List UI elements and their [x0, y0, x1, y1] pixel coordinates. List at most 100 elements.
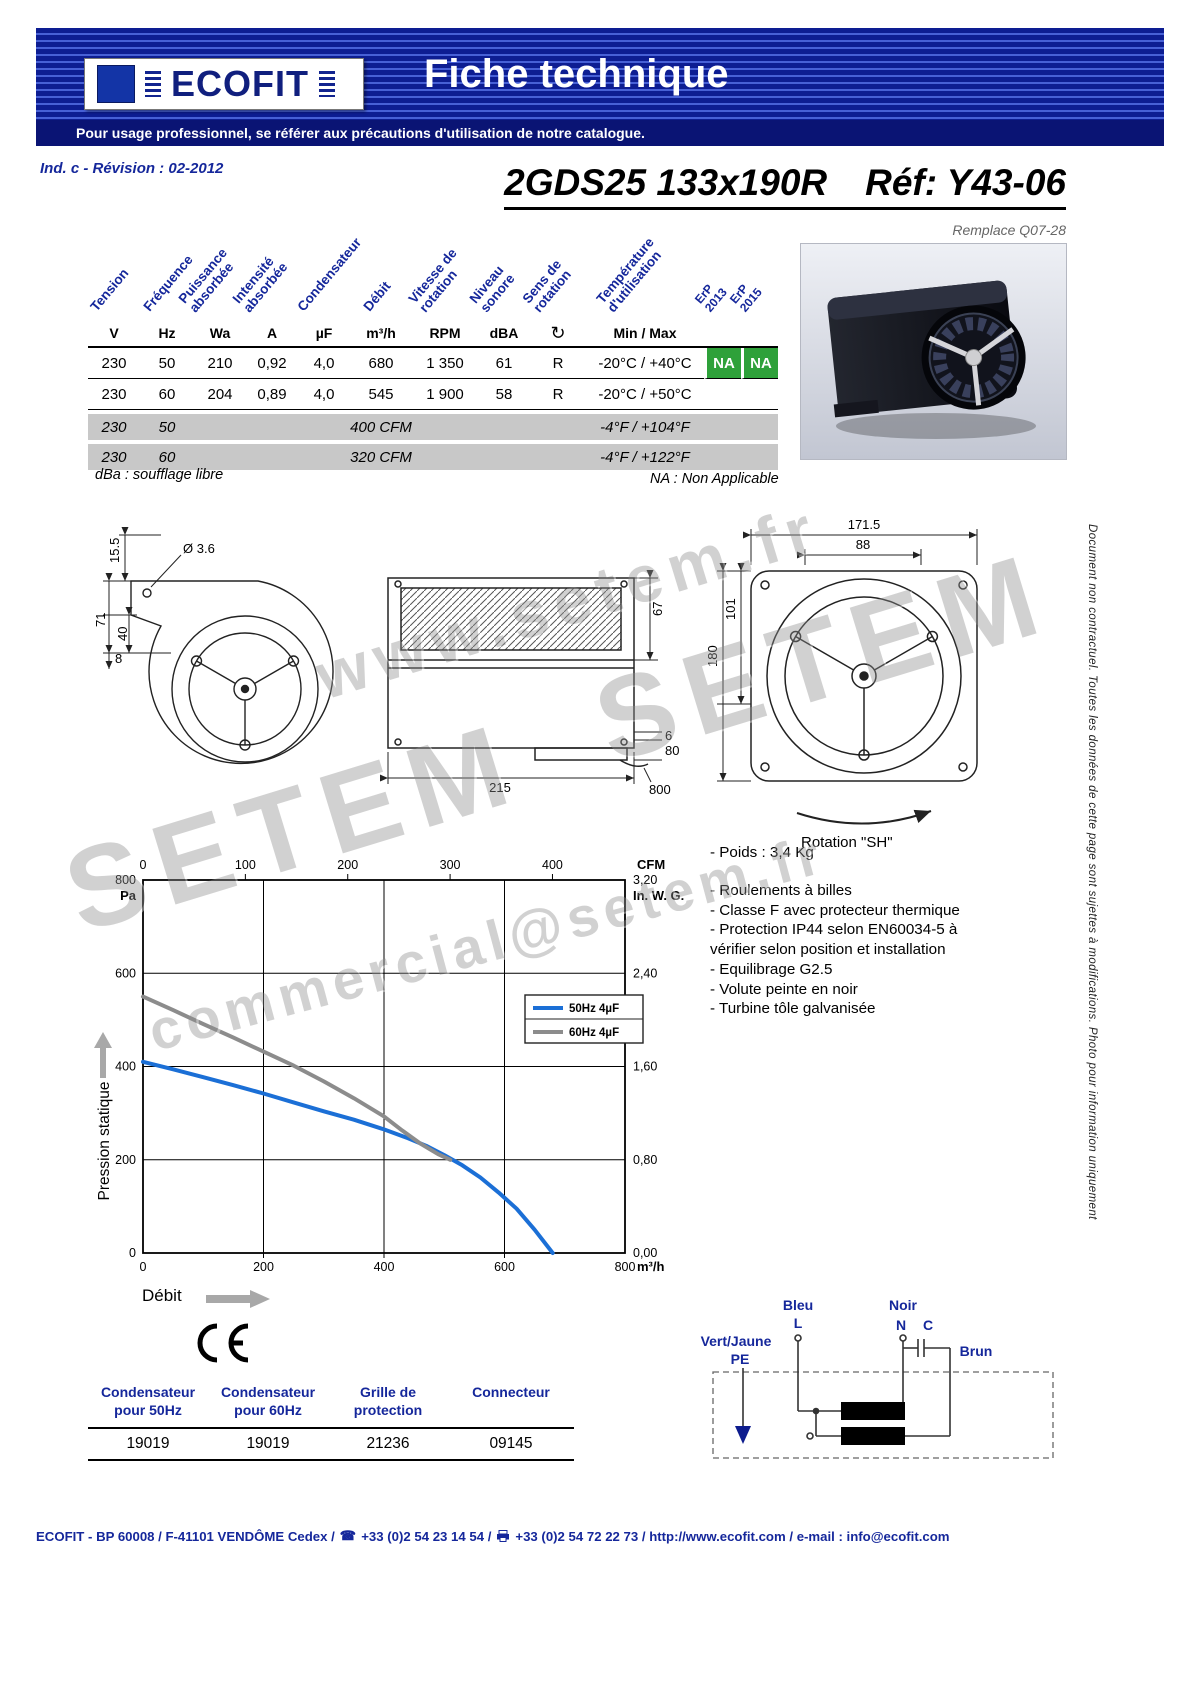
dim-label: 88	[856, 537, 870, 552]
spec-cell: 230	[88, 440, 140, 470]
svg-text:200: 200	[115, 1153, 136, 1167]
spec-cell: 230	[88, 379, 140, 410]
spec-cell: 4,0	[298, 348, 350, 379]
na-note: NA : Non Applicable	[650, 471, 779, 487]
svg-text:400: 400	[374, 1260, 395, 1274]
unit-dba: dBA	[478, 320, 530, 348]
model-title: 2GDS25 133x190R Réf: Y43-06	[504, 162, 1066, 210]
accessory-value: 09145	[489, 1435, 533, 1452]
phone-icon: ☎	[339, 1528, 357, 1543]
unit-uf: µF	[298, 320, 350, 348]
spec-cell	[530, 440, 586, 470]
col-header-vitesse: Vitesse de rotation	[405, 245, 461, 316]
accessory-value: 19019	[246, 1435, 290, 1452]
svg-text:800: 800	[115, 873, 136, 887]
spec-cell	[412, 410, 478, 440]
logo-text: ECOFIT	[171, 63, 309, 104]
drawing-side-view: 15.5 Ø 3.6 71 40 8	[95, 527, 334, 765]
dim-label: 6	[665, 728, 672, 743]
spec-cell: 320 CFM	[350, 440, 412, 470]
spec-cell: 61	[478, 348, 530, 379]
usage-notice: Pour usage professionnel, se référer aux…	[36, 120, 1164, 146]
logo-stripe-icon	[319, 71, 335, 97]
spec-cell: NA	[704, 348, 741, 379]
accessory-value: 21236	[366, 1435, 410, 1452]
wire-label-vert-jaune: Vert/Jaune	[701, 1333, 772, 1349]
dim-label: 215	[489, 780, 511, 795]
chart-series-1	[141, 994, 453, 1162]
footer-phone: +33 (0)2 54 23 14 54 /	[361, 1528, 492, 1544]
svg-text:400: 400	[115, 1060, 136, 1074]
svg-text:50Hz 4µF: 50Hz 4µF	[569, 1003, 619, 1015]
motor-boundary	[712, 1371, 1054, 1459]
col-header-intensite: Intensité absorbée	[229, 253, 291, 316]
ce-mark-icon	[197, 1323, 249, 1363]
dim-label: 71	[95, 613, 108, 627]
svg-text:200: 200	[337, 858, 358, 872]
feature-item: - Classe F avec protecteur thermique	[710, 901, 960, 919]
spec-cell	[704, 440, 741, 470]
replaces-note: Remplace Q07-28	[952, 222, 1066, 238]
rotation-arrow-icon	[796, 809, 932, 825]
terminal-c: C	[923, 1317, 933, 1333]
spec-cell: 230	[88, 410, 140, 440]
spec-cell: NA	[741, 348, 778, 379]
wire-label-brun: Brun	[960, 1343, 993, 1359]
terminal-l: L	[794, 1315, 803, 1331]
spec-cell	[298, 410, 350, 440]
unit-erp2013	[704, 320, 741, 348]
spec-cell: 58	[478, 379, 530, 410]
spec-cell: -4°F / +122°F	[586, 440, 704, 470]
spec-cell: 204	[194, 379, 246, 410]
feature-item: - Protection IP44 selon EN60034-5 à véri…	[710, 921, 958, 958]
unit-erp2015	[741, 320, 778, 348]
wire-label-bleu: Bleu	[783, 1297, 813, 1313]
accessories-values: 19019 19019 21236 09145	[88, 1427, 574, 1461]
col-header-temperature: Température d'utilisation	[593, 234, 665, 316]
svg-text:600: 600	[494, 1260, 515, 1274]
ecofit-logo: ECOFIT	[84, 58, 364, 110]
spec-cell	[298, 440, 350, 470]
col-header-sens: Sens de rotation	[519, 256, 575, 316]
unit-a: A	[246, 320, 298, 348]
spec-cell: 680	[350, 348, 412, 379]
units-row: V Hz Wa A µF m³/h RPM dBA ↻ Min / Max	[88, 320, 778, 348]
dim-label: 15.5	[107, 538, 122, 563]
dim-label: 80	[665, 743, 679, 758]
dim-label: 180	[705, 645, 720, 667]
spec-cell: 230	[88, 348, 140, 379]
accessories-header: Condensateur pour 50Hz Condensateur pour…	[88, 1384, 574, 1419]
col-header-debit: Débit	[360, 278, 394, 315]
drawing-front-view: 67 6 80 215 800	[380, 570, 679, 797]
legal-side-note: Document non contractuel. Toutes les don…	[1086, 524, 1098, 1220]
svg-text:200: 200	[253, 1260, 274, 1274]
spec-cell: R	[530, 379, 586, 410]
rotation-caption: Rotation "SH"	[801, 834, 893, 851]
svg-text:0: 0	[140, 1260, 147, 1274]
feature-item: - Volute peinte en noir	[710, 980, 858, 998]
terminal-n: N	[896, 1317, 906, 1333]
footer-address: ECOFIT - BP 60008 / F-41101 VENDÔME Cede…	[36, 1528, 335, 1544]
spec-cell	[478, 440, 530, 470]
spec-cell	[704, 410, 741, 440]
svg-text:400: 400	[542, 858, 563, 872]
dba-note: dBa : soufflage libre	[95, 467, 224, 483]
svg-text:In. W. G.: In. W. G.	[633, 888, 684, 903]
winding-main	[841, 1402, 905, 1420]
svg-text:0: 0	[129, 1246, 136, 1260]
wiring-diagram: Bleu L Noir N C Vert/Jaune PE Brun	[701, 1297, 1054, 1459]
feature-item: - Equilibrage G2.5	[710, 960, 833, 978]
winding-aux	[841, 1427, 905, 1445]
unit-m3h: m³/h	[350, 320, 412, 348]
revision-note: Ind. c - Révision : 02-2012	[40, 160, 224, 177]
svg-text:3,20: 3,20	[633, 873, 657, 887]
spec-cell: 400 CFM	[350, 410, 412, 440]
spec-cell	[246, 440, 298, 470]
spec-cell	[478, 410, 530, 440]
spec-cell	[194, 410, 246, 440]
accessory-label: Connecteur	[472, 1384, 550, 1400]
unit-v: V	[88, 320, 140, 348]
